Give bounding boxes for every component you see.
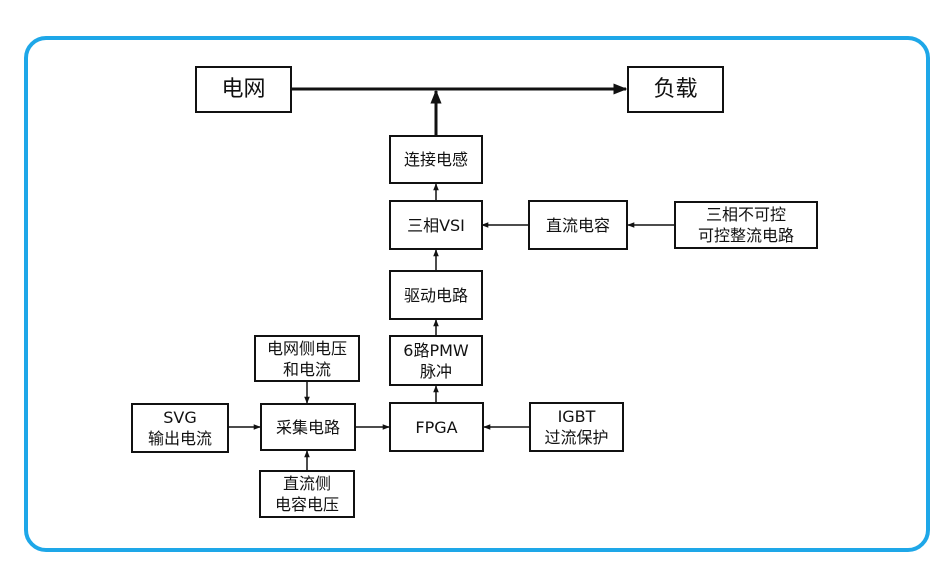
node-three-phase-vsi: 三相VSI — [389, 200, 483, 250]
node-load: 负载 — [627, 66, 724, 113]
node-grid-voltage-current: 电网侧电压和电流 — [254, 335, 360, 382]
node-label-line: 6路PMW — [403, 340, 469, 360]
node-igbt-overcurrent-protection: IGBT 过流保护 — [529, 402, 624, 452]
node-label-line: 电网 — [221, 77, 266, 102]
node-sampling-circuit: 采集电路 — [260, 403, 356, 451]
node-label-line: 三相不可控 — [705, 205, 786, 224]
node-label-line: 过流保护 — [544, 428, 609, 447]
node-label-line: SVG — [163, 408, 197, 427]
node-label-line: 驱动电路 — [403, 285, 468, 305]
node-label-line: 连接电感 — [403, 150, 468, 169]
node-label-line: FPGA — [415, 417, 458, 437]
node-dc-capacitor-voltage: 直流侧电容电压 — [259, 470, 355, 518]
node-dc-capacitor: 直流电容 — [528, 200, 628, 250]
node-label-line: 电网侧电压 — [266, 338, 347, 358]
node-label-line: 和电流 — [282, 359, 331, 379]
node-fpga: FPGA — [389, 402, 484, 452]
node-connection-inductor: 连接电感 — [389, 135, 483, 184]
node-label-line: 可控整流电路 — [697, 226, 794, 245]
node-label-line: 三相VSI — [407, 215, 465, 235]
node-rectifier-circuit: 三相不可控可控整流电路 — [674, 201, 818, 249]
node-label-line: IGBT — [557, 407, 596, 426]
node-grid: 电网 — [195, 66, 292, 113]
node-label-line: 直流电容 — [545, 215, 610, 235]
node-label-line: 采集电路 — [275, 417, 340, 437]
node-label-line: 直流侧 — [282, 474, 331, 493]
node-label-line: 负载 — [653, 77, 698, 102]
node-label-line: 电容电压 — [274, 495, 339, 514]
node-svg-output-current: SVG 输出电流 — [131, 403, 229, 453]
node-label-line: 输出电流 — [147, 429, 212, 448]
node-driver-circuit: 驱动电路 — [389, 270, 483, 320]
node-label-line: 脉冲 — [419, 361, 452, 381]
diagram-frame — [24, 36, 930, 552]
